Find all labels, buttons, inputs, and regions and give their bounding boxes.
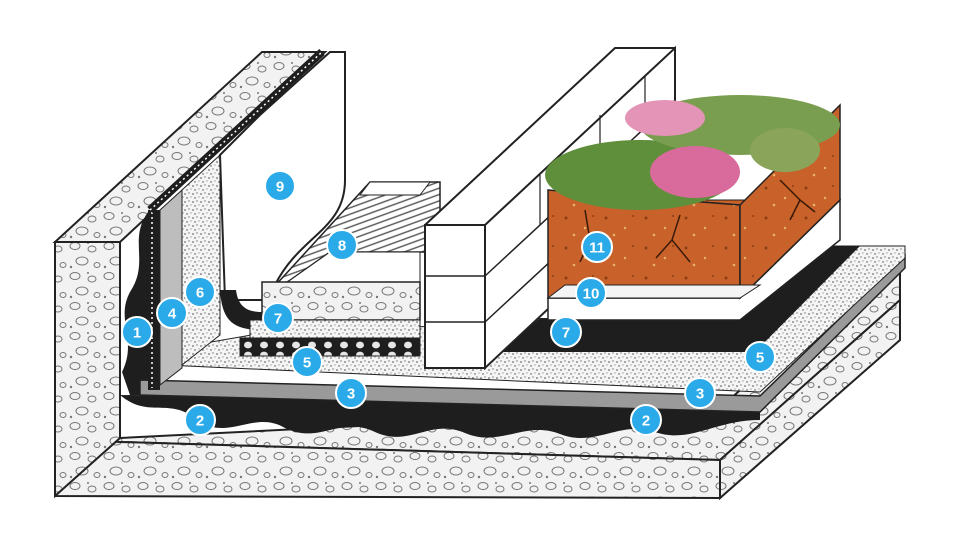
callout-marker-7: 7 — [550, 316, 582, 348]
flowers-cluster — [650, 146, 740, 198]
marker-circle — [684, 377, 716, 409]
concrete-parapet-wall — [52, 51, 328, 499]
marker-circle — [550, 316, 582, 348]
marker-number: 1 — [133, 325, 141, 342]
callout-markers: 1 2 2 3 3 4 5 5 6 7 7 8 9 10 11 — [121, 170, 776, 436]
marker-number: 5 — [303, 355, 311, 372]
callout-marker-2: 2 — [184, 404, 216, 436]
callout-marker-9: 9 — [264, 170, 296, 202]
marker-number: 4 — [168, 306, 177, 323]
callout-marker-3: 3 — [335, 377, 367, 409]
marker-number: 8 — [338, 238, 346, 255]
callout-marker-11: 11 — [581, 231, 613, 263]
marker-circle — [326, 229, 358, 261]
concrete-slab — [54, 245, 901, 501]
marker-circle — [744, 341, 776, 373]
marker-circle — [291, 346, 323, 378]
marker-number: 3 — [696, 386, 704, 403]
callout-marker-1: 1 — [121, 316, 153, 348]
marker-circle — [264, 170, 296, 202]
callout-marker-4: 4 — [156, 297, 188, 329]
callout-marker-5: 5 — [291, 346, 323, 378]
marker-number: 3 — [347, 386, 355, 403]
callout-marker-2: 2 — [630, 404, 662, 436]
marker-number: 5 — [756, 350, 764, 367]
marker-number: 7 — [274, 311, 282, 328]
callout-marker-6: 6 — [184, 276, 216, 308]
wall-insulation-stack — [147, 49, 325, 390]
marker-circle — [121, 316, 153, 348]
marker-circle — [156, 297, 188, 329]
foliage-mass-right — [750, 128, 820, 172]
marker-number: 7 — [562, 325, 570, 342]
marker-circle — [184, 404, 216, 436]
callout-marker-5: 5 — [744, 341, 776, 373]
callout-marker-3: 3 — [684, 377, 716, 409]
marker-circle — [262, 302, 294, 334]
marker-circle — [581, 231, 613, 263]
marker-circle — [575, 277, 607, 309]
marker-number: 2 — [196, 413, 204, 430]
flowers-cluster-back — [625, 100, 705, 136]
marker-number: 10 — [583, 286, 600, 303]
marker-number: 2 — [642, 413, 650, 430]
callout-marker-10: 10 — [575, 277, 607, 309]
marker-number: 9 — [276, 179, 284, 196]
marker-circle — [335, 377, 367, 409]
callout-marker-8: 8 — [326, 229, 358, 261]
marker-circle — [630, 404, 662, 436]
green-roof-module — [545, 95, 842, 321]
marker-number: 6 — [196, 285, 204, 302]
marker-circle — [184, 276, 216, 308]
callout-marker-7: 7 — [262, 302, 294, 334]
marker-number: 11 — [589, 240, 605, 257]
